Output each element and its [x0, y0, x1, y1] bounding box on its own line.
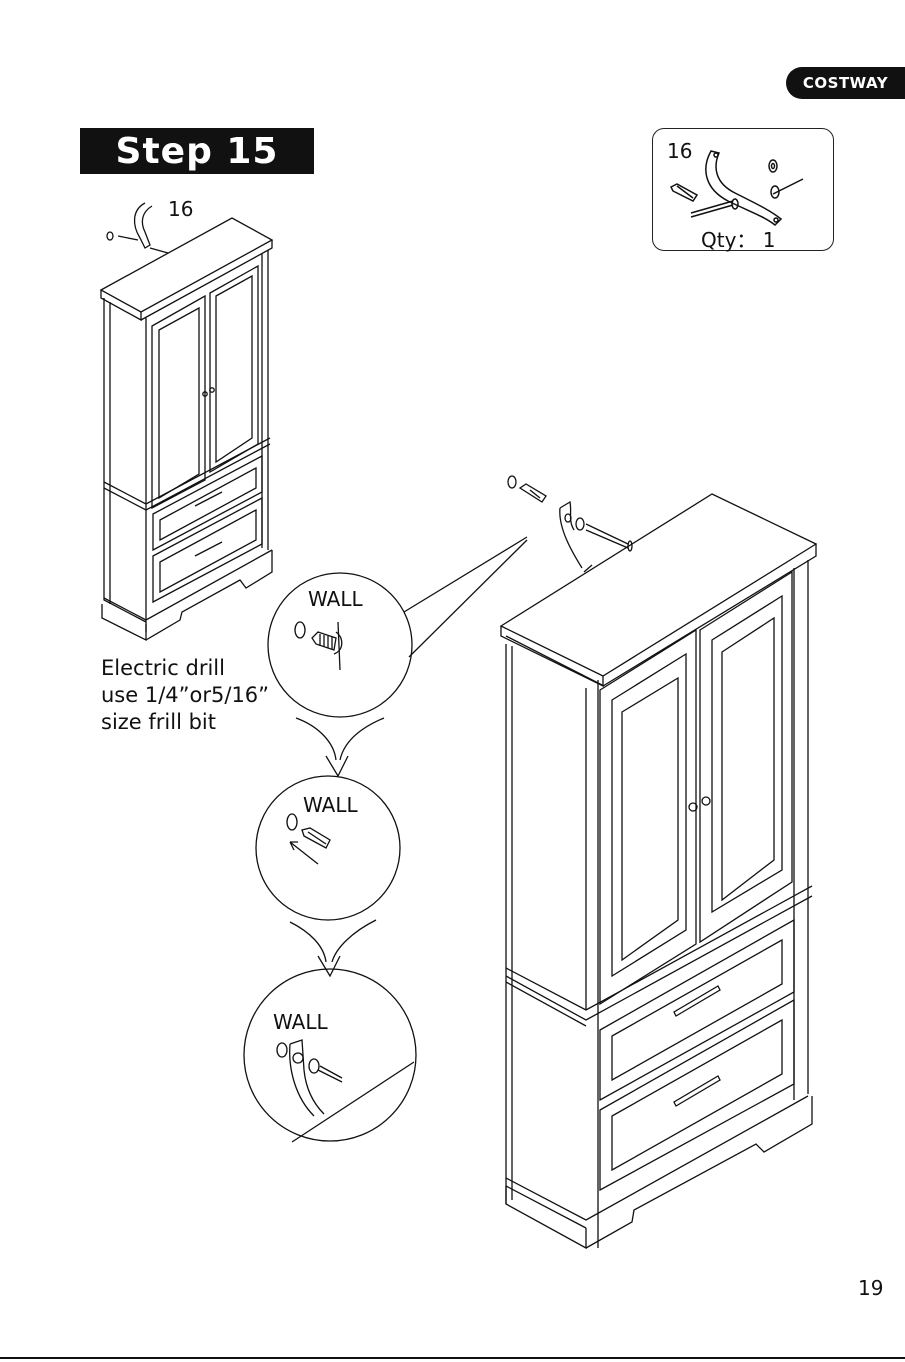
bottom-rule: [0, 1357, 905, 1359]
detail-circle-drill: [268, 537, 527, 717]
drill-note-line-2: use 1/4”or5/16”: [101, 682, 269, 709]
drill-note: Electric drill use 1/4”or5/16” size fril…: [101, 655, 269, 736]
wall-label-1: WALL: [308, 589, 363, 609]
drill-note-line-1: Electric drill: [101, 655, 269, 682]
arrow-down-icon: [296, 718, 384, 776]
small-cabinet-figure: [101, 203, 272, 640]
detail-circle-strap: [244, 969, 416, 1142]
wall-label-2: WALL: [303, 795, 358, 815]
arrow-down-icon: [290, 920, 376, 976]
wall-label-3: WALL: [273, 1012, 328, 1032]
large-cabinet-figure: [501, 476, 816, 1248]
small-figure-part-number: 16: [168, 199, 193, 219]
page-number: 19: [858, 1276, 883, 1300]
drill-note-line-3: size frill bit: [101, 709, 269, 736]
